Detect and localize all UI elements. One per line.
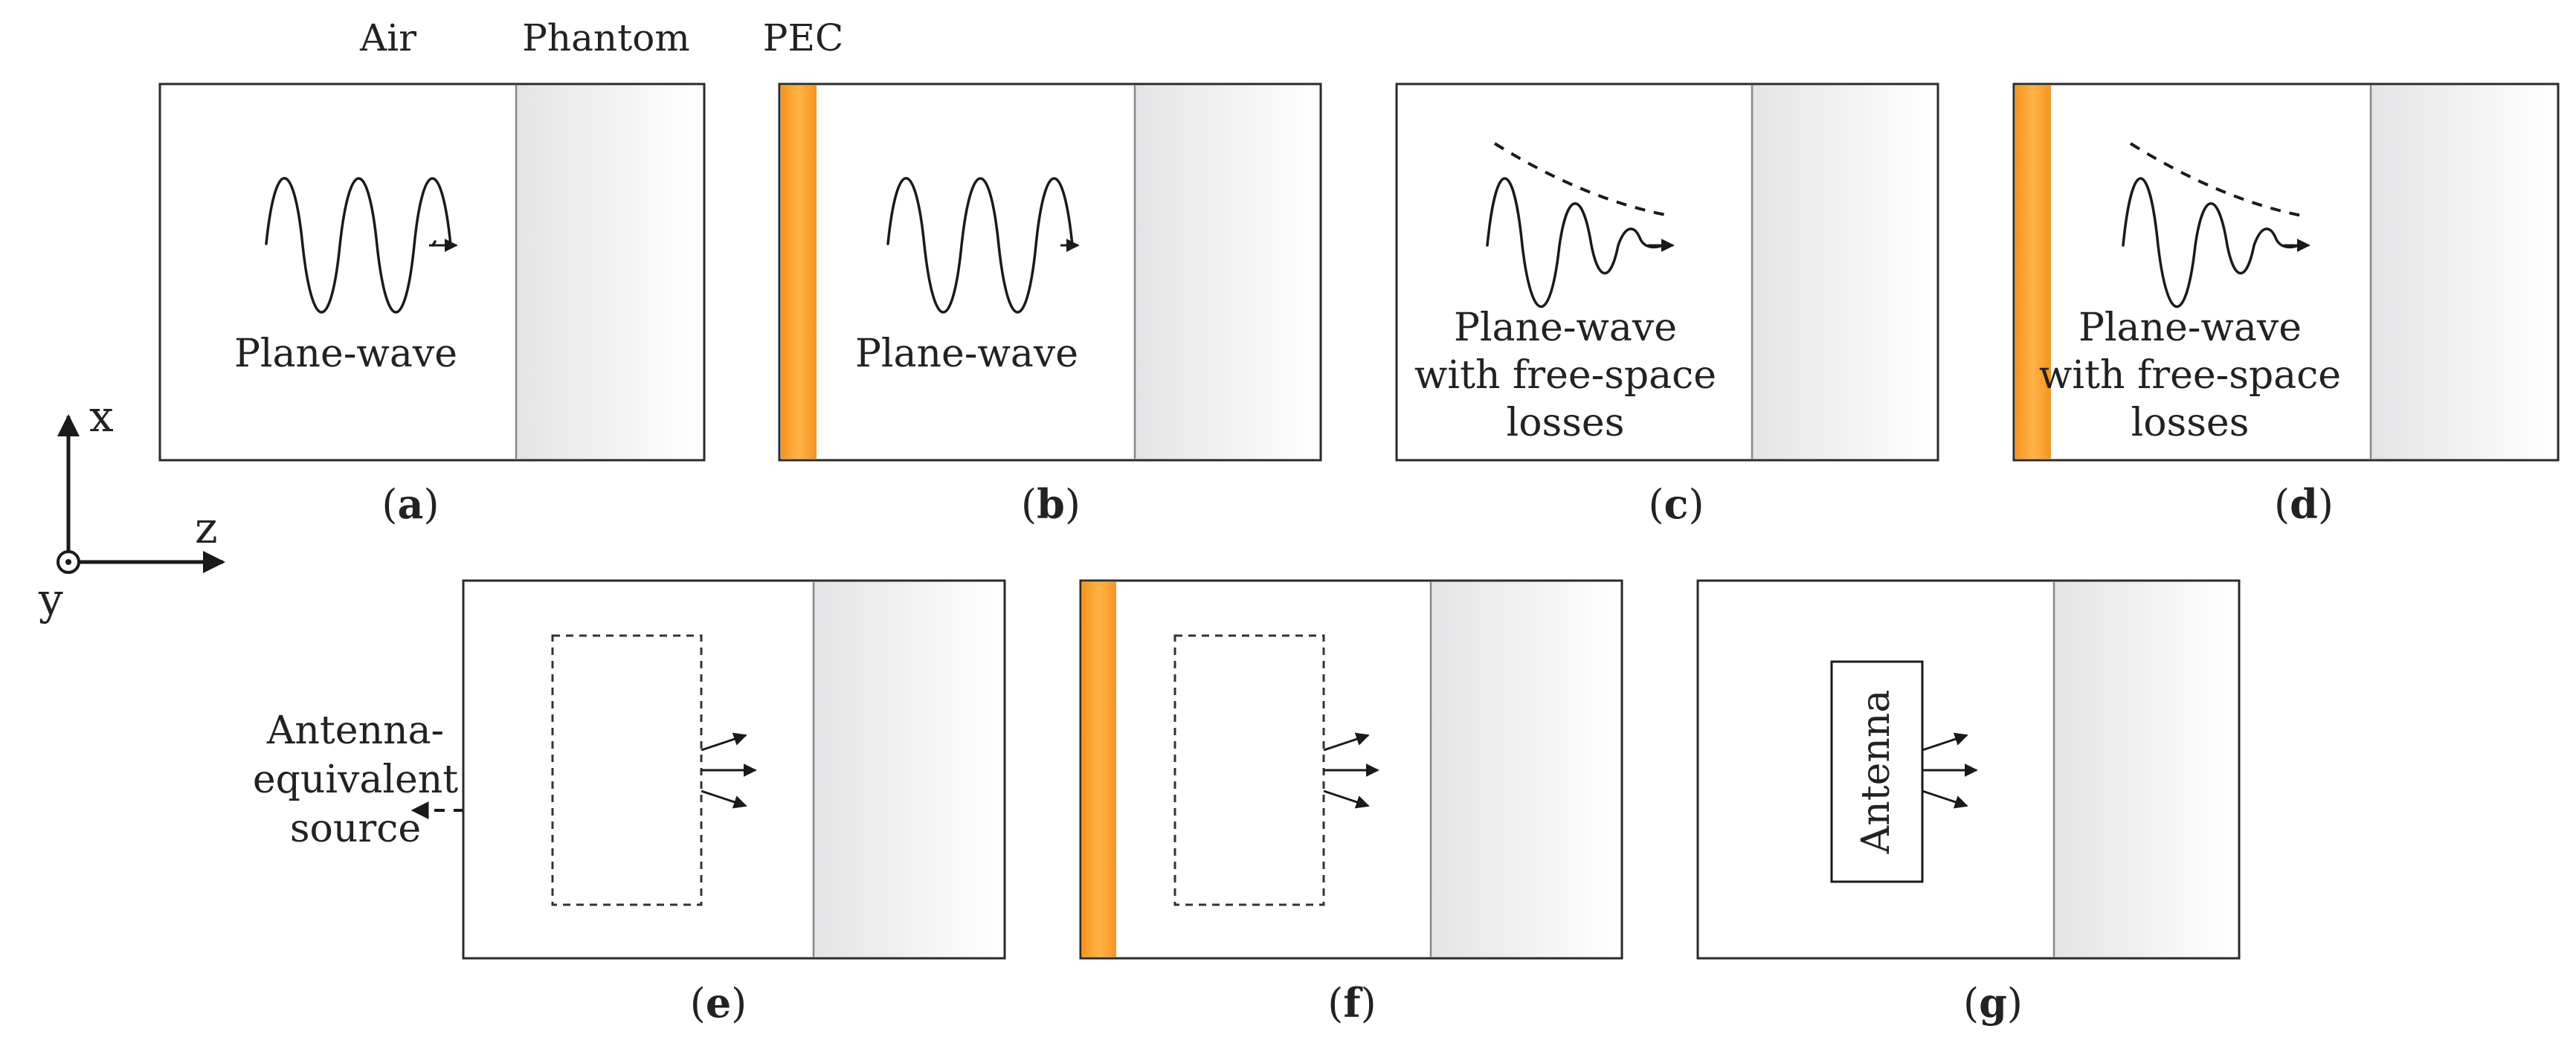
panel-b: Plane-wave (b) bbox=[778, 83, 1322, 528]
decay-envelope bbox=[2129, 142, 2302, 217]
phantom-region bbox=[814, 582, 1003, 957]
wave-label-line-1: Plane-wave bbox=[1454, 306, 1677, 350]
phantom-label: Phantom bbox=[522, 16, 689, 59]
side-label-line-3: source bbox=[290, 807, 421, 851]
panel-d: Plane-wave with free-space losses (d) bbox=[2012, 83, 2560, 528]
side-label: Antenna- equivalent source bbox=[253, 708, 541, 851]
wave-label-line-3: losses bbox=[2131, 401, 2250, 445]
phantom-region bbox=[1752, 85, 1936, 459]
caption-f: (f) bbox=[1327, 979, 1376, 1027]
wave-label-line-2: with free-space bbox=[2039, 353, 2341, 398]
x-axis-label: x bbox=[89, 391, 114, 442]
decay-envelope bbox=[1493, 142, 1670, 217]
panel-g: Antenna (g) bbox=[1696, 579, 2241, 1027]
wave-label-line-2: with free-space bbox=[1414, 353, 1716, 398]
wave-label: Plane-wave bbox=[234, 332, 457, 376]
panel-a: Plane-wave (a) bbox=[158, 83, 706, 528]
caption-g: (g) bbox=[1963, 979, 2023, 1027]
y-axis-dot bbox=[65, 559, 71, 565]
pec-label: PEC bbox=[763, 16, 843, 59]
wave-label-line-3: losses bbox=[1507, 401, 1625, 445]
plane-wave-icon bbox=[886, 177, 1080, 314]
pec-wall bbox=[2015, 85, 2051, 459]
z-axis-label: z bbox=[195, 503, 218, 553]
caption-c: (c) bbox=[1648, 480, 1704, 528]
phantom-region bbox=[2371, 85, 2557, 459]
decaying-wave-icon bbox=[1486, 177, 1675, 309]
panel-e: (e) bbox=[462, 579, 1006, 1027]
caption-b: (b) bbox=[1021, 480, 1081, 528]
radiation-arrows-icon bbox=[1922, 732, 1978, 809]
panel-f: (f) bbox=[1079, 579, 1623, 1027]
radiation-arrows-icon bbox=[1323, 732, 1379, 809]
panel-c: Plane-wave with free-space losses (c) bbox=[1395, 83, 1939, 528]
coordinate-axes: x z y bbox=[38, 391, 225, 624]
phantom-region bbox=[1135, 85, 1319, 459]
wave-label-line-1: Plane-wave bbox=[2078, 306, 2302, 350]
side-label-line-2: equivalent bbox=[253, 758, 458, 802]
pec-wall bbox=[1082, 582, 1116, 957]
phantom-region bbox=[516, 85, 703, 459]
side-label-line-1: Antenna- bbox=[266, 708, 444, 753]
air-label: Air bbox=[359, 16, 416, 59]
radiation-arrows-icon bbox=[701, 732, 757, 809]
caption-e: (e) bbox=[690, 979, 747, 1027]
wave-label: Plane-wave bbox=[855, 332, 1078, 376]
antenna-label: Antenna bbox=[1854, 690, 1899, 855]
plane-wave-icon bbox=[265, 177, 458, 314]
caption-d: (d) bbox=[2274, 480, 2334, 528]
phantom-region bbox=[1431, 582, 1620, 957]
antenna-box bbox=[1830, 660, 1924, 883]
caption-a: (a) bbox=[381, 480, 439, 528]
y-axis-label: y bbox=[38, 574, 63, 624]
pec-wall bbox=[781, 85, 817, 459]
decaying-wave-icon bbox=[2122, 177, 2311, 309]
phantom-region bbox=[2054, 582, 2238, 957]
